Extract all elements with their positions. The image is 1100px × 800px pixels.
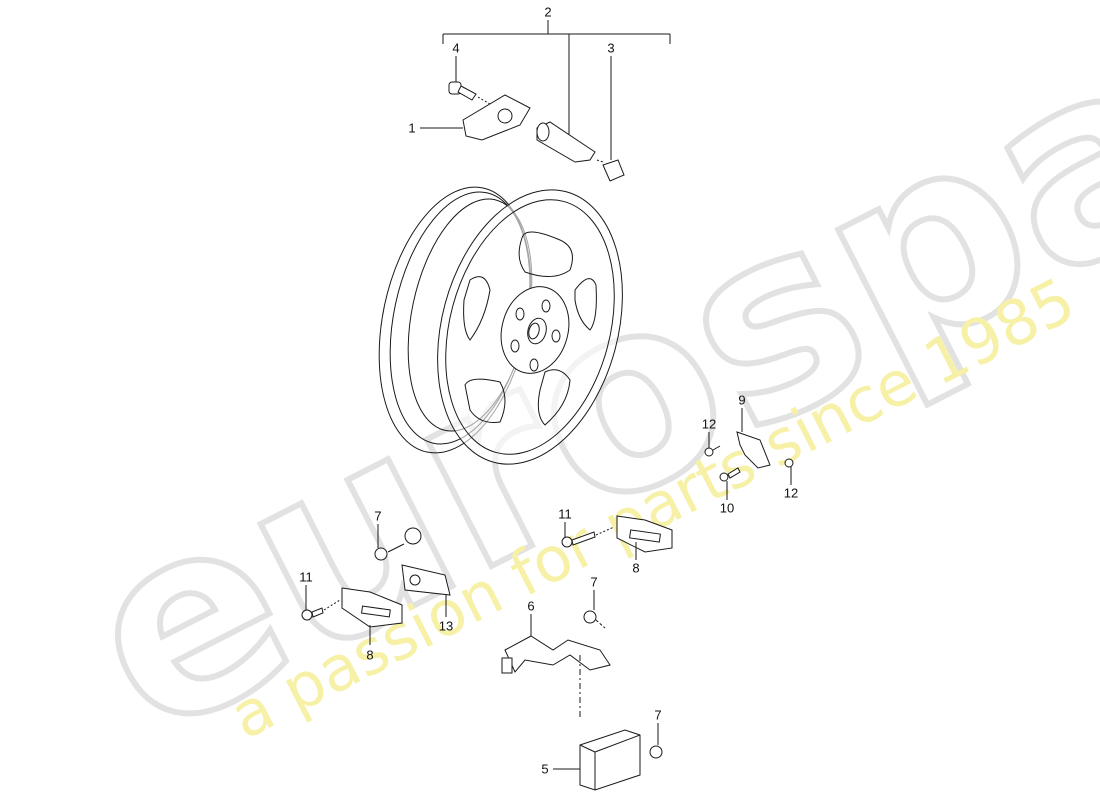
antenna-upper: [561, 515, 673, 560]
callout-9: 9: [738, 392, 746, 408]
holder-assembly: [704, 408, 794, 500]
callout-5: 5: [541, 761, 549, 777]
valve-cap: [602, 56, 625, 182]
callout-8a: 8: [632, 560, 640, 576]
callout-4: 4: [452, 40, 460, 56]
callout-7a: 7: [374, 508, 382, 524]
callout-12a: 12: [701, 416, 717, 432]
control-unit: [553, 723, 663, 791]
callout-1: 1: [408, 120, 416, 136]
callout-8b: 8: [366, 647, 374, 663]
callout-10: 10: [719, 500, 735, 516]
valve-stem: [536, 121, 604, 163]
callout-11b: 11: [299, 569, 313, 585]
group-bracket-2: [442, 20, 671, 140]
sensor-screw: [448, 56, 491, 105]
tpms-sensor: [420, 94, 531, 141]
wheel-rim: [378, 186, 623, 465]
antenna-lower: [301, 585, 403, 645]
callout-11a: 11: [558, 506, 572, 522]
callout-13: 13: [438, 618, 454, 634]
callout-7c: 7: [654, 707, 662, 723]
callout-3: 3: [607, 40, 615, 56]
callout-2: 2: [544, 4, 552, 20]
bracket-13: [374, 524, 451, 617]
bracket-6: [501, 590, 611, 720]
callout-7b: 7: [590, 574, 598, 590]
callout-12b: 12: [783, 485, 799, 501]
callout-6: 6: [527, 598, 535, 614]
